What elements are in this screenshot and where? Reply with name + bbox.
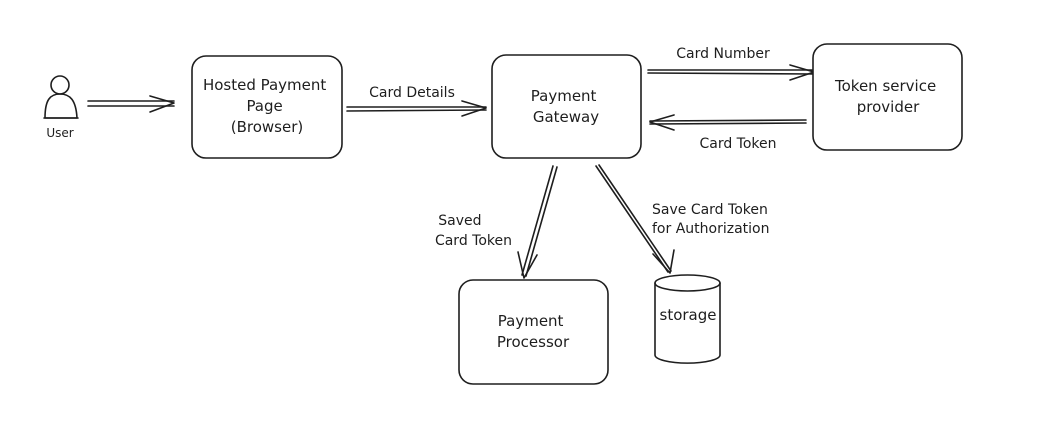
token-service-provider-node: Token service provider <box>812 43 963 151</box>
hosted-page-line-1: Hosted Payment <box>203 76 326 94</box>
token-provider-line-2: provider <box>857 98 920 116</box>
storage-label: storage <box>660 306 717 324</box>
card-number-label: Card Number <box>676 46 770 62</box>
user-label: User <box>46 126 73 140</box>
card-token-label: Card Token <box>699 136 776 152</box>
svg-text:Token service provider: Token service provider <box>834 77 941 116</box>
edge-card-number: Card Number <box>647 46 815 81</box>
edge-card-details: Card Details <box>346 85 487 117</box>
edge-user-to-hosted-page <box>87 95 175 113</box>
hosted-payment-page-node: Hosted Payment Page (Browser) <box>191 55 343 159</box>
hosted-page-line-2: Page <box>246 97 282 115</box>
saved-card-token-line-2: Card Token <box>435 233 512 249</box>
card-details-label: Card Details <box>369 85 455 101</box>
payment-gateway-node: Payment Gateway <box>491 54 642 159</box>
edge-save-card-token: Save Card Token for Authorization <box>595 164 772 274</box>
gateway-line-1: Payment <box>531 87 597 105</box>
save-card-token-line-1: Save Card Token <box>652 202 768 218</box>
saved-card-token-line-1: Saved <box>438 213 481 229</box>
save-card-token-line-2: for Authorization <box>652 221 769 237</box>
payment-processor-node: Payment Processor <box>458 279 609 385</box>
gateway-line-2: Gateway <box>533 108 599 126</box>
user-icon <box>43 75 79 119</box>
storage-node: storage <box>654 274 721 364</box>
user-actor: User <box>43 75 79 140</box>
svg-text:Hosted Payment Page: Hosted Payment Page (Browser) <box>203 76 331 136</box>
processor-line-1: Payment <box>498 312 564 330</box>
svg-text:Payment Gateway: Payment Gateway <box>531 87 601 126</box>
database-cylinder-icon <box>654 274 721 364</box>
edge-saved-card-token: Saved Card Token <box>435 165 558 279</box>
token-provider-line-1: Token service <box>834 77 936 95</box>
processor-line-2: Processor <box>497 333 570 351</box>
svg-text:Payment Processor: Payment Processor <box>497 312 570 351</box>
svg-text:Saved Card Token: Saved Card Token <box>435 213 512 249</box>
hosted-page-line-3: (Browser) <box>231 118 304 136</box>
svg-text:Save Card Token for Auth: Save Card Token for Authorization <box>652 202 772 237</box>
edge-card-token: Card Token <box>649 114 807 152</box>
